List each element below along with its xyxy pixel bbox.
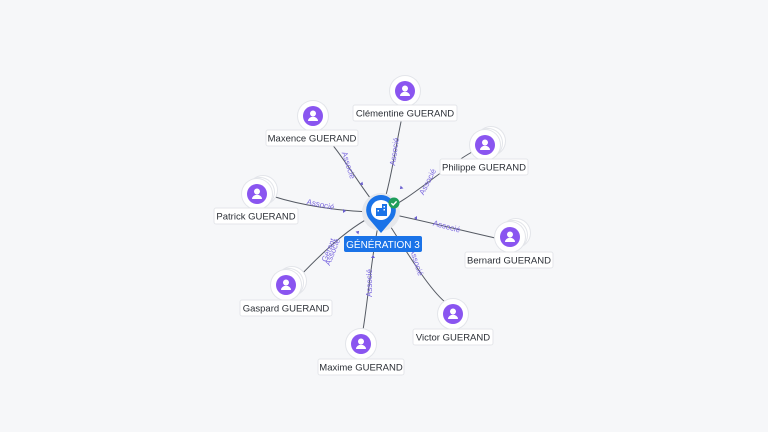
person-icon	[480, 139, 490, 150]
person-name-patrick: Patrick GUERAND	[216, 212, 295, 223]
person-name-philippe: Philippe GUERAND	[442, 163, 526, 174]
edge-label-maxime: Associé	[365, 268, 374, 297]
person-name-bernard: Bernard GUERAND	[467, 256, 551, 267]
person-label-box	[439, 158, 529, 176]
edge-arrow	[371, 255, 375, 258]
person-nodes-layer: Clémentine GUERAND Maxence GUERAND Philipp…	[213, 75, 554, 376]
edge-label-victor: Associé	[408, 248, 425, 278]
edge-label-philippe: Associé	[417, 167, 438, 197]
company-node[interactable]: GÉNÉRATION 3	[344, 193, 422, 252]
person-icon	[505, 231, 515, 242]
edge-label-maxence: Associé	[340, 151, 357, 181]
person-icon	[356, 338, 366, 349]
person-node-maxime[interactable]: Maxime GUERAND	[317, 328, 405, 376]
verified-check-icon	[388, 197, 400, 209]
building-icon	[376, 204, 387, 216]
company-label-box	[344, 236, 422, 252]
person-label-box	[239, 299, 333, 317]
person-label-box	[352, 104, 458, 122]
person-icon	[308, 110, 318, 121]
person-icon	[252, 188, 262, 199]
person-label-box	[412, 328, 494, 346]
person-icon	[448, 308, 458, 319]
person-icon	[281, 279, 291, 290]
person-node-victor[interactable]: Victor GUERAND	[412, 298, 494, 346]
company-label: GÉNÉRATION 3	[346, 238, 420, 251]
person-node-clementine[interactable]: Clémentine GUERAND	[352, 75, 458, 122]
edge-label-clementine: Associé	[388, 137, 401, 167]
edge-arrow	[343, 209, 346, 213]
person-node-maxence[interactable]: Maxence GUERAND	[265, 100, 359, 147]
edge-arrow	[399, 185, 404, 190]
person-node-gaspard[interactable]: Gaspard GUERAND	[239, 266, 333, 317]
person-name-gaspard: Gaspard GUERAND	[243, 304, 330, 315]
person-icon	[400, 85, 410, 96]
person-node-patrick[interactable]: Patrick GUERAND	[213, 175, 299, 225]
edge-arrow	[359, 181, 364, 186]
person-node-bernard[interactable]: Bernard GUERAND	[464, 218, 554, 269]
edge-label-patrick: Associé	[306, 197, 336, 212]
edge-arrow	[355, 230, 360, 235]
person-name-victor: Victor GUERAND	[416, 333, 490, 344]
edge-arrow	[414, 216, 417, 220]
edge-label-bernard: Associé	[432, 219, 462, 235]
person-node-philippe[interactable]: Philippe GUERAND	[439, 126, 529, 176]
person-label-box	[464, 251, 554, 269]
person-name-clementine: Clémentine GUERAND	[356, 109, 454, 120]
person-label-box	[265, 129, 359, 147]
person-label-box	[213, 207, 299, 225]
person-label-box	[317, 358, 405, 376]
person-name-maxence: Maxence GUERAND	[268, 134, 357, 145]
person-name-maxime: Maxime GUERAND	[319, 363, 403, 374]
